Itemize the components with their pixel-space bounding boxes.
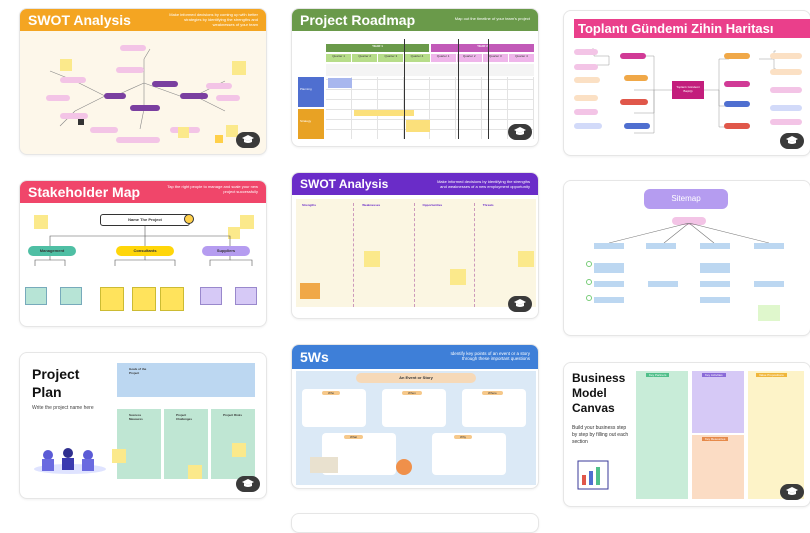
card-subtitle: Write the project name here: [32, 405, 94, 411]
box-when: When: [382, 389, 446, 427]
use-template-badge[interactable]: [508, 124, 532, 140]
box-where: Where: [462, 389, 526, 427]
graduation-cap-icon: [786, 487, 798, 495]
card-title: Project Roadmap: [300, 12, 416, 28]
year-1-header: YEAR 1: [326, 44, 429, 52]
year-2-header: YEAR 2: [431, 44, 534, 52]
business-illustration: [577, 460, 609, 490]
card-title: Business Model Canvas: [572, 371, 626, 415]
card-banner: Project Roadmap Map out the timeline of …: [292, 9, 538, 31]
box-who: Who: [302, 389, 366, 427]
card-title: 5Ws: [300, 349, 329, 365]
section-key-activities: Key Activities: [692, 371, 744, 433]
graduation-cap-icon: [242, 135, 254, 143]
card-subtitle: Make informed decisions by identifying t…: [437, 179, 530, 189]
template-card-swot-analysis[interactable]: SWOT Analysis Make informed decisions by…: [19, 8, 267, 155]
group-consultants: Consultants: [116, 246, 174, 256]
group-suppliers: Suppliers: [202, 246, 250, 256]
stakeholder-connectors: [34, 226, 253, 266]
graduation-cap-icon: [514, 299, 526, 307]
use-template-badge[interactable]: [236, 476, 260, 492]
section-key-partners: Key Partners: [636, 371, 688, 499]
column-threats: Threats: [482, 203, 494, 207]
card-subtitle: Identify key points of an event or a sto…: [450, 351, 530, 361]
card-title: SWOT Analysis: [28, 12, 131, 28]
card-title: Sitemap: [644, 189, 728, 209]
template-card-project-plan[interactable]: Project Plan Write the project name here…: [19, 352, 267, 499]
card-title: SWOT Analysis: [300, 177, 389, 191]
center-node: Toplantı Gündemi Başlığı: [672, 81, 704, 99]
emoji-icon: [184, 214, 194, 224]
card-subtitle: Map out the timeline of your team's proj…: [454, 16, 530, 21]
sitemap-connectors: [608, 223, 770, 244]
card-title: Toplantı Gündemi Zihin Haritası: [574, 19, 810, 38]
column-strengths: Strengths: [302, 203, 317, 207]
section-value-propositions: Value Propositions: [748, 371, 804, 499]
template-card-meeting-agenda-mindmap[interactable]: Toplantı Gündemi Zihin Haritası Toplantı…: [563, 10, 810, 156]
template-card-stakeholder-map[interactable]: Stakeholder Map Tap the right people to …: [19, 180, 267, 327]
swot-mindmap-diagram: [46, 45, 246, 143]
column-weaknesses: Weaknesses: [362, 203, 381, 207]
template-card-swot-analysis-2[interactable]: SWOT Analysis Make informed decisions by…: [291, 172, 539, 319]
card-banner: SWOT Analysis Make informed decisions by…: [20, 9, 266, 31]
template-card-project-roadmap[interactable]: Project Roadmap Map out the timeline of …: [291, 8, 539, 147]
box-why: Why: [432, 433, 506, 475]
card-banner: 5Ws Identify key points of an event or a…: [292, 345, 538, 369]
graduation-cap-icon: [786, 136, 798, 144]
template-card-partial[interactable]: [291, 513, 539, 533]
use-template-badge[interactable]: [780, 133, 804, 149]
graduation-cap-icon: [242, 479, 254, 487]
card-banner: SWOT Analysis Make informed decisions by…: [292, 173, 538, 195]
template-card-sitemap[interactable]: Sitemap: [563, 180, 810, 336]
use-template-badge[interactable]: [236, 132, 260, 148]
section-key-resources: Key Resources: [692, 435, 744, 499]
card-subtitle: Build your business step by step by fill…: [572, 425, 629, 445]
card-subtitle: Tap the right people to manage and scale…: [167, 184, 258, 194]
graduation-cap-icon: [514, 127, 526, 135]
team-illustration: [34, 448, 106, 474]
use-template-badge[interactable]: [508, 296, 532, 312]
column-opportunities: Opportunities: [422, 203, 443, 207]
section-goals: Goals of the Project: [117, 363, 255, 397]
use-template-badge[interactable]: [780, 484, 804, 500]
template-card-5ws[interactable]: 5Ws Identify key points of an event or a…: [291, 344, 539, 489]
section-success: Success Measures: [117, 409, 161, 479]
group-management: Management: [28, 246, 76, 256]
stakeholder-root-node: Name The Project: [100, 214, 190, 226]
card-title: Project Plan: [32, 366, 80, 400]
row-label-strategy: Strategy: [298, 109, 324, 139]
card-subtitle: Make informed decisions by coming up wit…: [169, 12, 258, 27]
row-label-planning: Planning: [298, 77, 324, 107]
swot-columns: Strengths Weaknesses Opportunities Threa…: [298, 203, 534, 307]
center-topic: An Event or Story: [356, 373, 476, 383]
template-card-business-model-canvas[interactable]: Business Model Canvas Build your busines…: [563, 362, 810, 507]
card-banner: Stakeholder Map Tap the right people to …: [20, 181, 266, 203]
quarter-row: Quarter 1 Quarter 2 Quarter 3 Quarter 4 …: [326, 54, 534, 62]
card-title: Stakeholder Map: [28, 184, 141, 200]
